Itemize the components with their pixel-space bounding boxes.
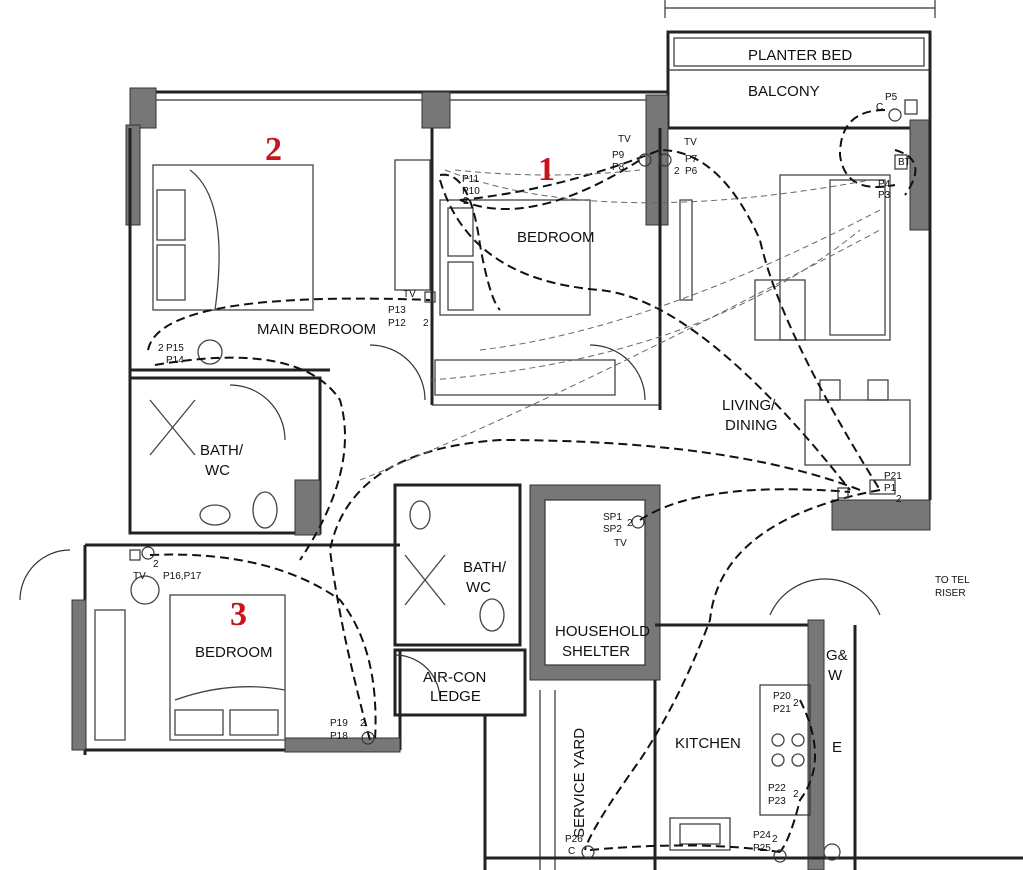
point-c-kitchen: C — [568, 846, 575, 857]
point-p9: P9 — [612, 150, 625, 161]
point-tv-5: TV — [133, 571, 146, 582]
point-tv-1: TV — [618, 134, 631, 145]
point-p1: P1 — [884, 483, 897, 494]
label-planter-bed: PLANTER BED — [748, 47, 852, 64]
label-aircon-line2: LEDGE — [430, 688, 481, 705]
label-bath1-line1: BATH/ — [200, 442, 244, 459]
label-bedroom-1: BEDROOM — [517, 229, 595, 246]
point-labels: P5 C P9 P8 TV TV P7 P6 2 P11 P10 2 TV P1… — [133, 92, 911, 857]
point-p22: P22 — [768, 783, 786, 794]
furniture — [19, 159, 911, 861]
point-p6: P6 — [685, 166, 698, 177]
point-two-k: 2 — [772, 834, 778, 845]
point-p18: P18 — [330, 731, 348, 742]
marker-3: 3 — [230, 596, 247, 633]
balcony-area — [666, 30, 932, 130]
point-p15: P15 — [166, 343, 184, 354]
label-bath1-line2: WC — [205, 462, 230, 479]
point-two-a: 2 — [674, 166, 680, 177]
label-bedroom-3: BEDROOM — [195, 644, 273, 661]
label-gw-line1: G& — [826, 647, 848, 664]
label-living: LIVING/ — [722, 397, 776, 414]
label-main-bedroom: MAIN BEDROOM — [257, 321, 376, 338]
wiring-routes — [147, 109, 917, 853]
point-p13: P13 — [388, 305, 406, 316]
outer-walls — [71, 87, 1023, 870]
label-dining: DINING — [725, 417, 778, 434]
point-two-i: 2 — [793, 698, 799, 709]
outlet-symbols — [129, 99, 918, 863]
marker-2: 2 — [265, 131, 282, 168]
point-two-b: 2 — [463, 196, 469, 207]
label-aircon-line1: AIR-CON — [423, 669, 486, 686]
label-bath2-line2: WC — [466, 579, 491, 596]
point-p4: P4 — [878, 179, 891, 190]
point-tv-2: TV — [684, 137, 697, 148]
point-two-j: 2 — [793, 789, 799, 800]
point-p23: P23 — [768, 796, 786, 807]
point-p12: P12 — [388, 318, 406, 329]
point-p25: P25 — [753, 843, 771, 854]
label-tel-riser-line1: TO TEL — [935, 575, 970, 586]
point-sp2: SP2 — [603, 524, 622, 535]
point-bt: BT — [898, 157, 911, 168]
point-e: E — [832, 739, 842, 756]
point-two-h: 2 — [360, 718, 366, 729]
point-p5: P5 — [885, 92, 898, 103]
point-two-d: 2 — [158, 343, 164, 354]
point-two-e: 2 — [896, 494, 902, 505]
point-p11: P11 — [462, 174, 479, 185]
point-p21k: P21 — [773, 704, 791, 715]
point-p8: P8 — [612, 162, 625, 173]
point-two-g: 2 — [153, 559, 159, 570]
point-p24: P24 — [753, 830, 771, 841]
point-p16p17: P16,P17 — [163, 571, 202, 582]
point-p21: P21 — [884, 471, 902, 482]
point-p10: P10 — [462, 186, 480, 197]
point-p20: P20 — [773, 691, 791, 702]
point-p26: P26 — [565, 834, 583, 845]
label-shelter-line1: HOUSEHOLD — [555, 623, 650, 640]
point-p19: P19 — [330, 718, 348, 729]
point-p7: P7 — [685, 154, 698, 165]
dimension-line — [664, 0, 936, 18]
point-two-c: 2 — [423, 318, 429, 329]
point-p14: P14 — [166, 355, 184, 366]
point-tv-3: TV — [403, 289, 416, 300]
label-gw-line2: W — [828, 667, 843, 684]
marker-1: 1 — [538, 151, 555, 188]
point-c-balcony: C — [876, 102, 883, 113]
point-sp1: SP1 — [603, 512, 622, 523]
point-tv-4: TV — [614, 538, 627, 549]
point-two-f: 2 — [627, 518, 633, 529]
label-shelter-line2: SHELTER — [562, 643, 630, 660]
label-balcony: BALCONY — [748, 83, 820, 100]
label-kitchen: KITCHEN — [675, 735, 741, 752]
label-bath2-line1: BATH/ — [463, 559, 507, 576]
point-p3: P3 — [878, 190, 891, 201]
label-service-yard: SERVICE YARD — [571, 728, 588, 838]
label-tel-riser-line2: RISER — [935, 588, 966, 599]
